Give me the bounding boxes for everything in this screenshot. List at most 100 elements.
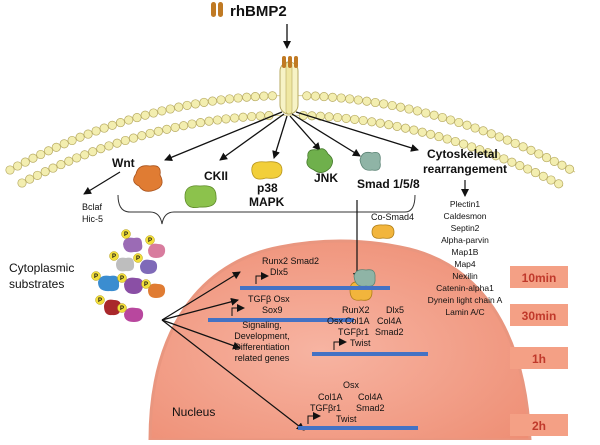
gene-2h-smad2: Smad2: [356, 403, 385, 413]
lipid-head: [255, 111, 265, 121]
lipid-head: [400, 123, 411, 133]
lipid-head: [328, 92, 338, 102]
lipid-head: [140, 110, 150, 120]
cytoskeletal-protein: Dynein light chain A: [428, 295, 503, 305]
lipid-head: [247, 111, 257, 122]
lipid-head: [174, 102, 184, 112]
signaling-genes-line2: Development,: [234, 331, 290, 341]
gene-10min-line2: Dlx5: [270, 267, 288, 277]
lipid-head: [112, 138, 122, 148]
lipid-head: [104, 141, 114, 151]
lipid-head: [542, 153, 552, 163]
substrate-arrows: [161, 271, 305, 431]
lipid-head: [336, 93, 346, 103]
lipid-head: [319, 92, 329, 102]
lipid-head: [56, 160, 66, 170]
lipid-head: [28, 153, 38, 163]
gene-1h-twist: Twist: [350, 338, 371, 348]
lipid-head: [557, 160, 567, 170]
lipid-head: [75, 132, 85, 142]
lipid-head: [145, 128, 155, 138]
signaling-genes-line1: Signaling,: [242, 320, 282, 330]
gene-2h-tgfbr1: TGFβr1: [310, 403, 341, 413]
lipid-head: [499, 154, 509, 164]
gene-2h-osx: Osx: [343, 380, 360, 390]
p38-protein-icon: [251, 161, 283, 180]
lipid-head: [67, 135, 77, 146]
lipid-head: [207, 96, 218, 106]
lipid-head: [32, 170, 42, 180]
lipid-head: [182, 100, 192, 110]
lipid-head: [302, 91, 312, 101]
lipid-head: [91, 126, 101, 136]
svg-text:P: P: [112, 254, 116, 260]
lipid-head: [417, 127, 427, 137]
signaling-genes-line4: related genes: [235, 353, 290, 363]
wnt-target-2: Hic-5: [82, 214, 103, 224]
cytoplasmic-label-line1: Cytoplasmic: [9, 261, 74, 275]
lipid-head: [475, 145, 485, 155]
lipid-head: [353, 95, 363, 105]
lipid-head: [212, 115, 223, 125]
lipid-head: [370, 97, 380, 108]
cytoplasmic-substrates: P P P P P P P P P: [91, 229, 166, 322]
lipid-head: [526, 145, 536, 155]
pathway-arrows: [164, 111, 419, 162]
gene-1h-col1a: Col1A: [345, 316, 370, 326]
cytoskeletal-label-line2: rearrangement: [423, 162, 507, 176]
gene-1h-runx2: RunX2: [342, 305, 370, 315]
cytoskeletal-protein: Plectin1: [450, 199, 481, 209]
lipid-head: [107, 120, 117, 130]
bmp2-ligand-icon: [211, 2, 223, 17]
lipid-head: [341, 113, 351, 123]
lipid-head: [367, 117, 377, 127]
lipid-head: [238, 112, 248, 122]
lipid-head: [157, 106, 167, 116]
lipid-head: [310, 91, 320, 101]
lipid-head: [379, 99, 389, 109]
lipid-head: [375, 118, 385, 128]
lipid-head: [358, 115, 368, 126]
lipid-head: [216, 95, 226, 105]
svg-text:P: P: [98, 298, 102, 304]
lipid-head: [462, 120, 472, 130]
lipid-head: [72, 153, 82, 163]
timepoint-1h: 1h: [532, 352, 546, 366]
gene-2h-twist: Twist: [336, 414, 357, 424]
lipid-head: [392, 121, 402, 131]
gene-2h-col1a: Col1A: [318, 392, 343, 402]
lipid-head: [387, 100, 397, 111]
cytoskeletal-protein: Lamin A/C: [445, 307, 484, 317]
lipid-head: [40, 167, 50, 177]
lipid-head: [434, 132, 444, 142]
lipid-head: [225, 94, 235, 104]
smad158-label: Smad 1/5/8: [357, 177, 420, 191]
timepoint-30min: 30min: [522, 309, 557, 323]
lipid-head: [148, 108, 159, 118]
co-smad4-icon: [371, 224, 395, 239]
lipid-head: [99, 123, 109, 133]
lipid-head: [165, 104, 175, 114]
nucleus-label: Nucleus: [172, 405, 215, 419]
gene-30min-line2: Sox9: [262, 305, 283, 315]
signaling-genes-line3: Differentiation: [234, 342, 289, 352]
lipid-head: [454, 117, 464, 128]
gene-1h-osx: Osx: [327, 316, 344, 326]
lipid-head: [523, 164, 533, 174]
lipid-head: [179, 121, 189, 131]
lipid-head: [43, 146, 54, 156]
svg-text:P: P: [144, 282, 148, 288]
gene-10min-line1: Runx2 Smad2: [262, 256, 319, 266]
cytoskeletal-protein: Nexilin: [452, 271, 478, 281]
jnk-label: JNK: [314, 171, 338, 185]
lipid-head: [17, 178, 27, 188]
lipid-head: [233, 93, 243, 103]
lipid-head: [170, 122, 180, 132]
lipid-head: [48, 163, 58, 173]
lipid-head: [25, 174, 35, 184]
lipid-head: [409, 125, 419, 135]
svg-text:P: P: [94, 274, 98, 280]
lipid-head: [96, 144, 106, 154]
